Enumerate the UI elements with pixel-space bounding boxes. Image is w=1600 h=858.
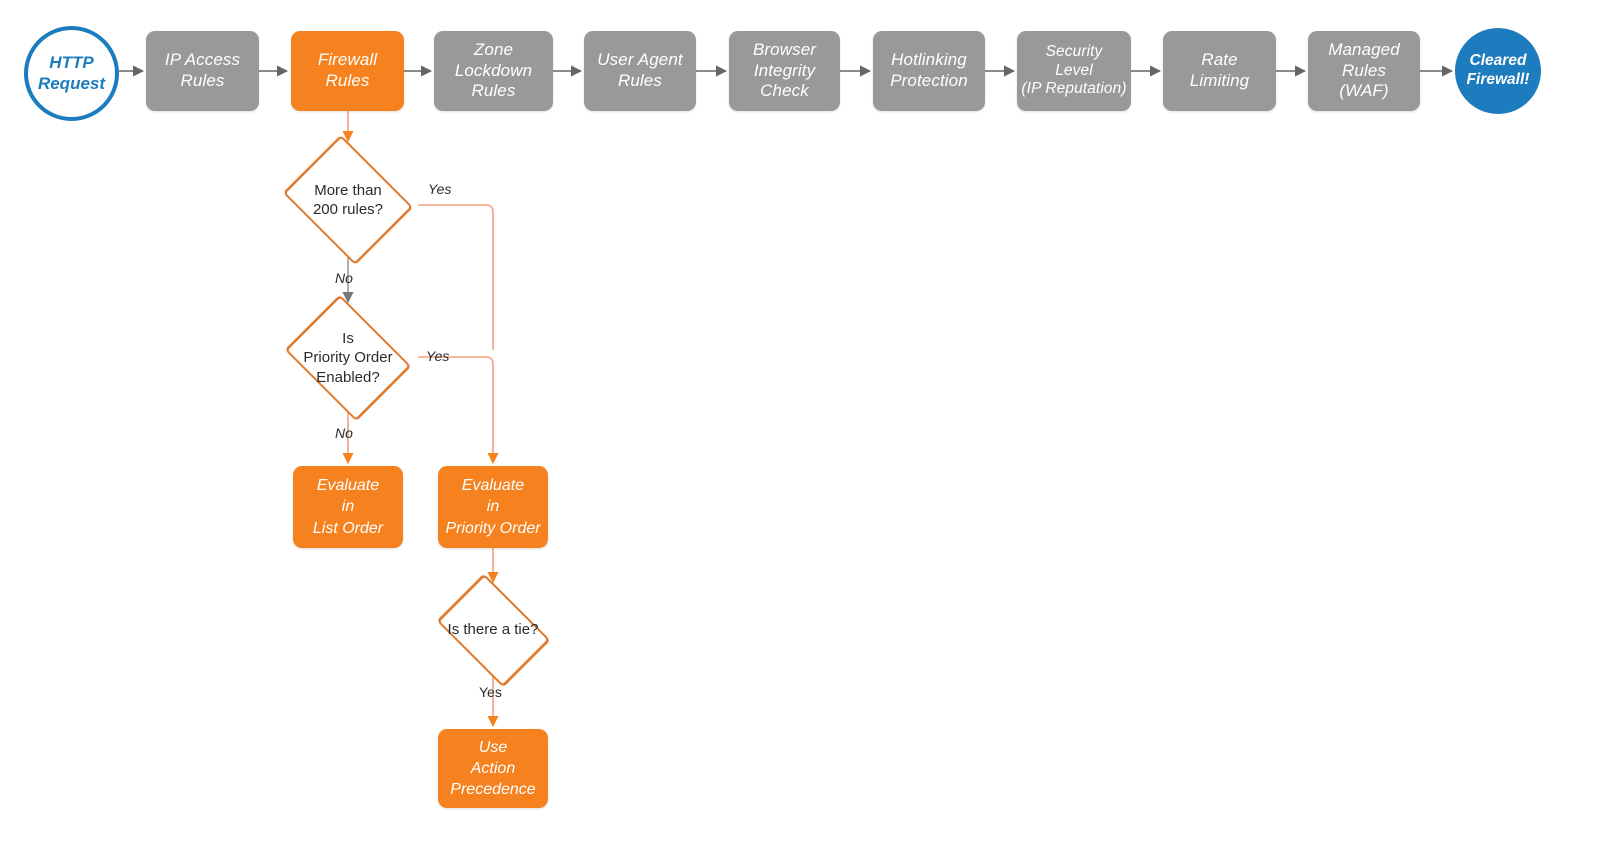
node-security-level[interactable]: Security Level (IP Reputation) (1017, 31, 1131, 111)
decision-is-there-a-tie-label: Is there a tie? (447, 621, 539, 639)
decision-priority-order-enabled-label: Is Priority Order Enabled? (303, 329, 393, 386)
node-ip-access-rules[interactable]: IP Access Rules (146, 31, 259, 111)
node-ip-access-rules-label: IP Access Rules (164, 50, 241, 90)
node-user-agent-rules-label: User Agent Rules (597, 50, 683, 90)
node-cleared-firewall[interactable]: Cleared Firewall! (1455, 28, 1541, 114)
node-firewall-rules[interactable]: Firewall Rules (291, 31, 404, 111)
edge-priority-yes (418, 356, 499, 465)
node-evaluate-list-order-label: Evaluate in List Order (312, 477, 384, 537)
node-http-request-label: HTTP Request (37, 53, 106, 93)
edge-label-priority-yes: Yes (426, 348, 450, 364)
node-hotlinking-protection-label: Hotlinking Protection (890, 50, 968, 90)
node-user-agent-rules[interactable]: User Agent Rules (584, 31, 696, 111)
node-http-request[interactable]: HTTP Request (24, 26, 119, 121)
edge-label-priority-no: No (335, 425, 353, 441)
node-zone-lockdown-rules[interactable]: Zone Lockdown Rules (434, 31, 553, 111)
node-rate-limiting-label: Rate Limiting (1189, 50, 1250, 90)
node-cleared-firewall-label: Cleared Firewall! (1466, 52, 1530, 88)
node-managed-rules-waf[interactable]: Managed Rules (WAF) (1308, 31, 1420, 111)
node-evaluate-list-order[interactable]: Evaluate in List Order (293, 466, 403, 548)
node-managed-rules-waf-label: Managed Rules (WAF) (1328, 39, 1400, 101)
decision-priority-order-enabled[interactable]: Is Priority Order Enabled? (276, 294, 420, 422)
node-security-level-label: Security Level (IP Reputation) (1021, 42, 1127, 98)
decision-more-than-200-rules-label: More than 200 rules? (312, 181, 384, 219)
decision-is-there-a-tie[interactable]: Is there a tie? (426, 572, 560, 688)
decision-more-than-200-rules[interactable]: More than 200 rules? (276, 134, 420, 266)
edge-label-tie-yes: Yes (479, 684, 502, 700)
node-firewall-rules-label: Firewall Rules (317, 50, 378, 90)
node-use-action-precedence[interactable]: Use Action Precedence (438, 729, 548, 808)
edge-label-rules-no: No (335, 270, 353, 286)
node-browser-integrity-check[interactable]: Browser Integrity Check (729, 31, 840, 111)
node-zone-lockdown-rules-label: Zone Lockdown Rules (454, 39, 533, 101)
edge-label-rules-yes: Yes (428, 181, 452, 197)
node-hotlinking-protection[interactable]: Hotlinking Protection (873, 31, 985, 111)
node-browser-integrity-check-label: Browser Integrity Check (752, 39, 817, 101)
node-evaluate-priority-order[interactable]: Evaluate in Priority Order (438, 466, 548, 548)
node-use-action-precedence-label: Use Action Precedence (450, 738, 536, 799)
edge-decision200-yes (418, 204, 494, 350)
node-evaluate-priority-order-label: Evaluate in Priority Order (445, 477, 541, 537)
node-rate-limiting[interactable]: Rate Limiting (1163, 31, 1276, 111)
